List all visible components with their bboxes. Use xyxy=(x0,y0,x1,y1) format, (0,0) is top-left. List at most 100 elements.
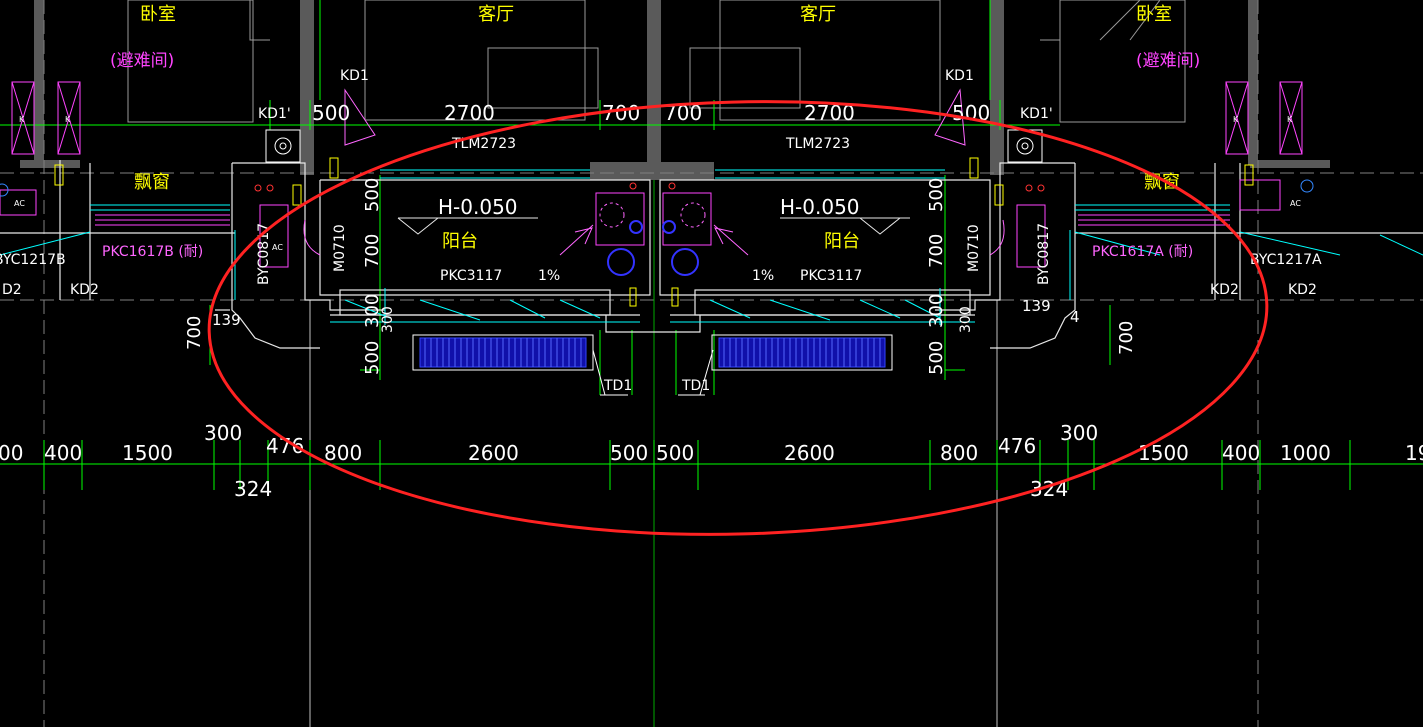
kd1p-left-tag: KD1' xyxy=(258,106,291,122)
vdim-300-c: 300 xyxy=(926,294,947,328)
window-type-labels: PKC1617B (耐) PKC1617A (耐) BYC1217B BYC12… xyxy=(0,244,1322,268)
dim-top-500-left: 500 xyxy=(312,101,350,125)
pkc-left-label: PKC3117 xyxy=(440,268,502,284)
m0710-left-label: M0710 xyxy=(332,224,348,272)
living-right-label: 客厅 xyxy=(800,4,836,25)
drain-grilles xyxy=(412,334,893,371)
bdim-800-right: 800 xyxy=(940,441,978,465)
pkc1617b-label: PKC1617B (耐) xyxy=(102,244,203,260)
bdim-1500-left: 1500 xyxy=(122,441,173,465)
balcony-right-label: 阳台 xyxy=(824,231,860,252)
ac-tag-3: AC xyxy=(1290,199,1301,208)
td1-left-tag: TD1 xyxy=(603,378,632,394)
slope-right-label: 1% xyxy=(752,268,774,284)
small-dimensions: 139 139 4 xyxy=(212,297,1080,329)
slope-left-label: 1% xyxy=(538,268,560,284)
bdim-1500-right: 1500 xyxy=(1138,441,1189,465)
k-tag-3: K xyxy=(1233,115,1239,124)
k-tag-2: K xyxy=(65,115,71,124)
vdim-300-b: 300 xyxy=(380,306,396,333)
bdim-300-left: 300 xyxy=(204,421,242,445)
kd1-right-tag: KD1 xyxy=(945,68,974,84)
bdim-00: 00 xyxy=(0,441,23,465)
elevation-left: H-0.050 xyxy=(438,195,518,219)
ac-tag-1: AC xyxy=(14,199,25,208)
kd2-tag-a: KD2 xyxy=(70,282,99,298)
bedroom-right-label: 卧室 xyxy=(1136,4,1172,25)
vdim-300-d: 300 xyxy=(958,306,974,333)
vdim-500-c: 500 xyxy=(926,178,947,212)
vdim-700-c: 700 xyxy=(184,316,205,350)
vdim-700-d: 700 xyxy=(1116,321,1137,355)
vdim-500-d: 500 xyxy=(926,341,947,375)
wall-structure xyxy=(20,0,1330,180)
kd2-tag-c: KD2 xyxy=(1288,282,1317,298)
elevation-markers xyxy=(397,217,910,235)
vdim-700-b: 700 xyxy=(926,234,947,268)
room-labels: 卧室 客厅 客厅 卧室 飘窗 飘窗 阳台 阳台 xyxy=(134,4,1180,252)
kd1-left-tag: KD1 xyxy=(340,68,369,84)
elevation-labels: H-0.050 H-0.050 xyxy=(438,195,860,219)
byc0817-left-label: BYC0817 xyxy=(256,223,272,285)
bdim-1000: 1000 xyxy=(1280,441,1331,465)
pkc1617a-label: PKC1617A (耐) xyxy=(1092,244,1193,260)
bay-window-bands xyxy=(0,81,1303,268)
dim-top-700-left: 700 xyxy=(602,101,640,125)
tlm-left-label: TLM2723 xyxy=(451,136,516,152)
bdim-400-right: 400 xyxy=(1222,441,1260,465)
elevation-right: H-0.050 xyxy=(780,195,860,219)
vdim-500-a: 500 xyxy=(362,178,383,212)
bay-window-left-label: 飘窗 xyxy=(134,172,170,193)
dim-top-2700-left: 2700 xyxy=(444,101,495,125)
td1-right-tag: TD1 xyxy=(681,378,710,394)
vertical-door-labels: M0710 M0710 BYC0817 BYC0817 xyxy=(256,223,1052,285)
ac-tag-2: AC xyxy=(272,243,283,252)
kd2-tag-b: KD2 xyxy=(1210,282,1239,298)
k-tag-1: K xyxy=(19,115,25,124)
vdim-700-a: 700 xyxy=(362,234,383,268)
vertical-dimensions: 500 700 300 300 500 500 700 300 300 500 … xyxy=(184,178,1137,375)
red-annotation-ellipse xyxy=(207,100,1269,536)
fixture-tags: AC AC AC K K K K xyxy=(14,115,1301,252)
bdim-2600-right: 2600 xyxy=(784,441,835,465)
vdim-500-b: 500 xyxy=(362,341,383,375)
bdim-400-left: 400 xyxy=(44,441,82,465)
byc0817-right-label: BYC0817 xyxy=(1036,223,1052,285)
vdim-300-a: 300 xyxy=(362,294,383,328)
column-markers xyxy=(54,157,1254,307)
top-dimensions: 500 2700 700 700 2700 500 xyxy=(312,101,990,125)
fixtures xyxy=(0,129,1314,276)
bottom-dimensions: 00 400 1500 300 476 324 800 2600 500 500… xyxy=(0,421,1423,501)
refuge-right-label: (避难间) xyxy=(1136,51,1200,71)
pkc-right-label: PKC3117 xyxy=(800,268,862,284)
byc1217a-label: BYC1217A xyxy=(1250,252,1322,268)
bdim-324-left: 324 xyxy=(234,477,272,501)
bdim-500-right: 500 xyxy=(656,441,694,465)
window-lines xyxy=(0,169,1423,325)
bdim-19: 19 xyxy=(1405,441,1423,465)
door-labels: TLM2723 TLM2723 PKC3117 PKC3117 1% 1% KD… xyxy=(2,68,1317,394)
dim-4: 4 xyxy=(1070,308,1080,326)
bdim-2600-left: 2600 xyxy=(468,441,519,465)
living-left-label: 客厅 xyxy=(478,4,514,25)
interior-furniture-outlines xyxy=(127,0,1186,123)
m0710-right-label: M0710 xyxy=(966,224,982,272)
kd1p-right-tag: KD1' xyxy=(1020,106,1053,122)
bdim-300-right: 300 xyxy=(1060,421,1098,445)
bdim-476-left: 476 xyxy=(266,434,304,458)
bdim-500-left: 500 xyxy=(610,441,648,465)
leader-lines xyxy=(592,349,714,396)
dim-139-left: 139 xyxy=(212,311,241,329)
bay-window-right-label: 飘窗 xyxy=(1144,172,1180,193)
byc1217b-label: BYC1217B xyxy=(0,252,66,268)
tlm-right-label: TLM2723 xyxy=(785,136,850,152)
k-tag-4: K xyxy=(1287,115,1293,124)
bdim-476-right: 476 xyxy=(998,434,1036,458)
dim-139-right: 139 xyxy=(1022,297,1051,315)
bdim-800-left: 800 xyxy=(324,441,362,465)
refuge-left-label: (避难间) xyxy=(110,51,174,71)
balcony-left-label: 阳台 xyxy=(442,231,478,252)
bedroom-left-label: 卧室 xyxy=(140,4,176,25)
